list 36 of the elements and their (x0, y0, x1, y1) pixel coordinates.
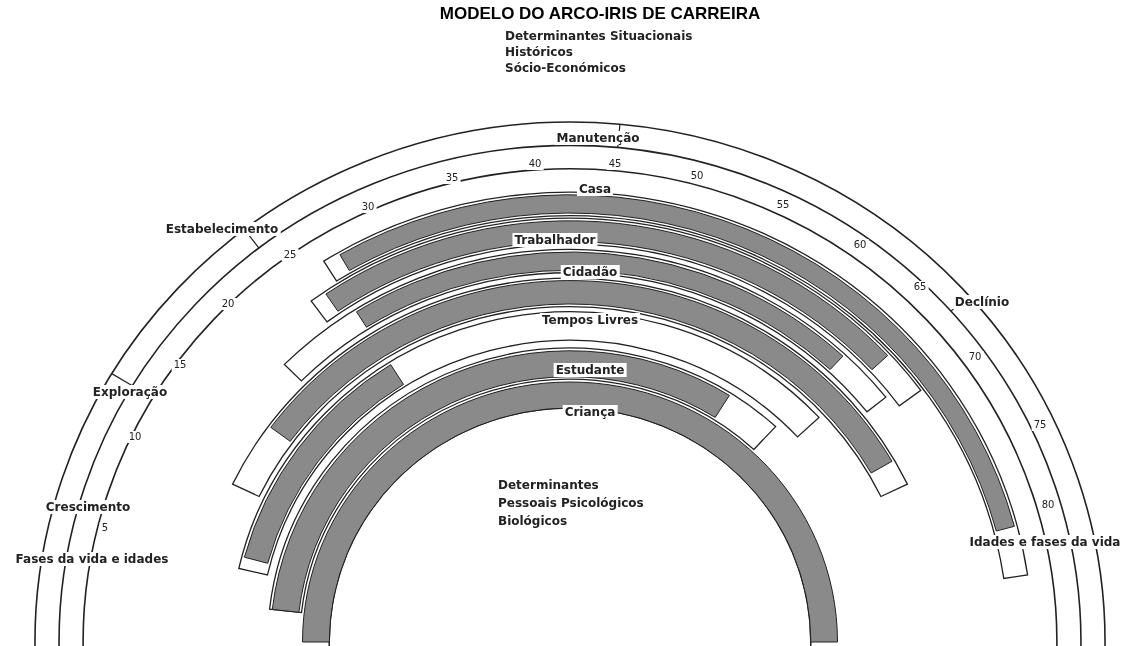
axis-label: Idades e fases da vida (967, 535, 1123, 549)
age-number: 65 (911, 281, 929, 293)
note-text: Pessoais Psicológicos (498, 497, 644, 509)
age-number: 60 (851, 239, 869, 251)
age-number: 50 (688, 170, 706, 182)
age-number: 25 (281, 249, 299, 261)
note-text: Históricos (505, 46, 573, 58)
role-label: Cidadão (560, 265, 620, 279)
stage-label: Estabelecimento (163, 222, 281, 236)
age-number: 45 (606, 158, 624, 170)
note-text: Sócio-Económicos (505, 62, 626, 74)
age-number: 40 (526, 158, 544, 170)
role-label: Tempos Livres (539, 313, 641, 327)
note-text: Determinantes (498, 479, 599, 491)
age-number: 35 (443, 172, 461, 184)
age-number: 55 (774, 199, 792, 211)
role-label: Casa (576, 182, 614, 196)
note-text: Biológicos (498, 515, 568, 527)
age-number: 75 (1031, 419, 1049, 431)
note-text: Determinantes Situacionais (505, 30, 693, 42)
age-number: 70 (966, 351, 984, 363)
age-number: 10 (126, 431, 144, 443)
stage-label: Declínio (952, 295, 1012, 309)
axis-label: Fases da vida e idades (13, 552, 171, 566)
role-label: Trabalhador (512, 233, 598, 247)
stage-label: Manutenção (554, 131, 642, 145)
age-number: 15 (171, 359, 189, 371)
age-number: 30 (359, 201, 377, 213)
diagram-title: MODELO DO ARCO-IRIS DE CARREIRA (439, 4, 761, 24)
stage-label: Exploração (90, 385, 170, 399)
age-number: 5 (99, 522, 111, 534)
role-label: Estudante (553, 363, 627, 377)
age-number: 80 (1039, 499, 1057, 511)
age-number: 20 (219, 298, 237, 310)
stage-label: Crescimento (43, 500, 133, 514)
role-label: Criança (562, 405, 618, 419)
